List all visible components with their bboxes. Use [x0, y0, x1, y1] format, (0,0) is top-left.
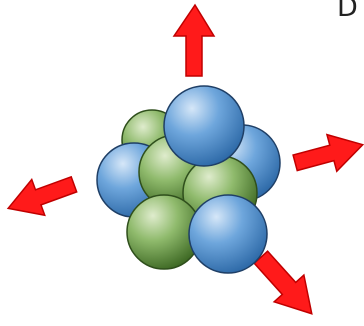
arrow-right-icon — [292, 133, 364, 173]
arrow-left-group — [6, 175, 78, 217]
arrow-right-group — [292, 133, 364, 173]
corner-text: D — [337, 0, 358, 23]
proton-particle — [163, 85, 245, 167]
arrow-up-icon — [172, 3, 216, 77]
proton-particle — [188, 194, 268, 274]
arrow-up-group — [172, 3, 216, 77]
arrow-down-right-icon — [253, 250, 313, 315]
arrow-down-right-group — [253, 250, 313, 315]
arrow-left-icon — [6, 175, 78, 217]
